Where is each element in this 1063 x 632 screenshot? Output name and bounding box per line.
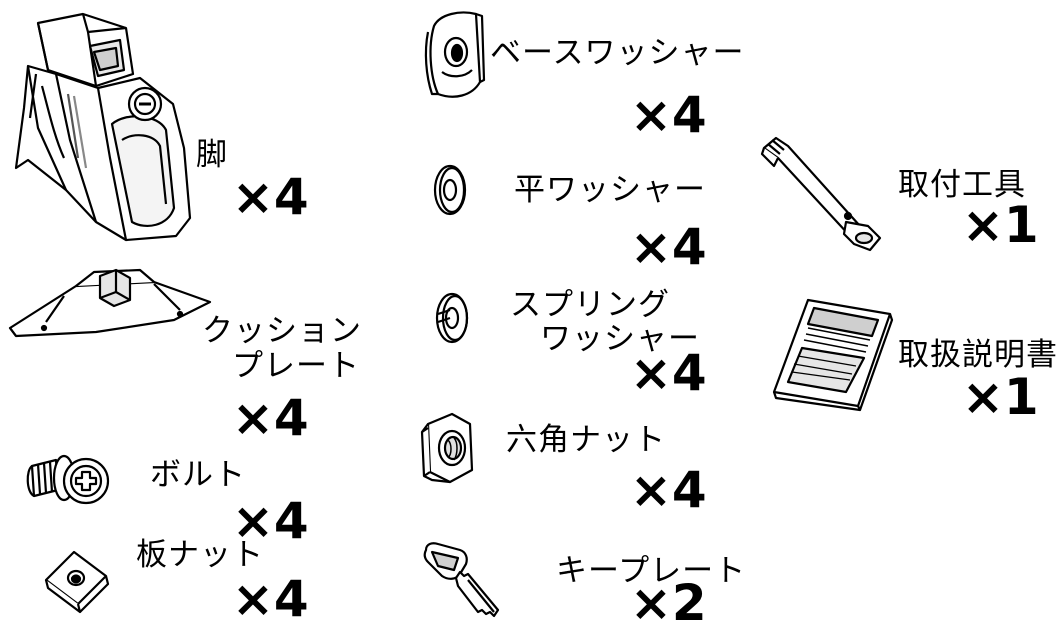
part-quantity-plate-nut: ×4 <box>232 574 309 624</box>
part-quantity-manual: ×1 <box>962 372 1039 422</box>
hex-nut-icon <box>418 410 482 486</box>
part-label-cushion-plate-line1: クッション <box>202 316 362 347</box>
part-label-base-washer: ベースワッシャー <box>490 38 744 69</box>
spring-washer-icon <box>432 290 472 346</box>
part-quantity-key-plate: ×2 <box>630 578 707 628</box>
cushion-plate-icon <box>4 262 216 344</box>
bolt-icon <box>24 450 110 512</box>
part-quantity-mounting-tool: ×1 <box>962 200 1039 250</box>
part-quantity-spring-washer: ×4 <box>630 348 707 398</box>
part-quantity-flat-washer: ×4 <box>630 222 707 272</box>
part-label-cushion-plate-line2: プレート <box>232 351 360 382</box>
plate-nut-icon <box>40 546 112 614</box>
part-label-bolt: ボルト <box>150 460 246 491</box>
flat-washer-icon <box>430 162 470 218</box>
part-quantity-base-washer: ×4 <box>630 90 707 140</box>
part-label-spring-washer-line1: スプリング <box>510 290 670 321</box>
foot-bracket-icon <box>8 8 208 244</box>
key-icon <box>420 540 510 622</box>
part-label-plate-nut: 板ナット <box>136 540 264 571</box>
part-quantity-cushion-plate: ×4 <box>232 393 309 443</box>
part-label-flat-washer: 平ワッシャー <box>514 175 706 206</box>
part-label-hex-nut: 六角ナット <box>506 425 666 456</box>
wrench-tool-icon <box>756 134 886 254</box>
part-label-manual: 取扱説明書 <box>898 340 1058 371</box>
part-quantity-hex-nut: ×4 <box>630 465 707 515</box>
base-washer-icon <box>420 6 486 102</box>
part-quantity-leg: ×4 <box>232 172 309 222</box>
part-label-leg: 脚 <box>196 140 228 171</box>
manual-booklet-icon <box>766 296 896 412</box>
